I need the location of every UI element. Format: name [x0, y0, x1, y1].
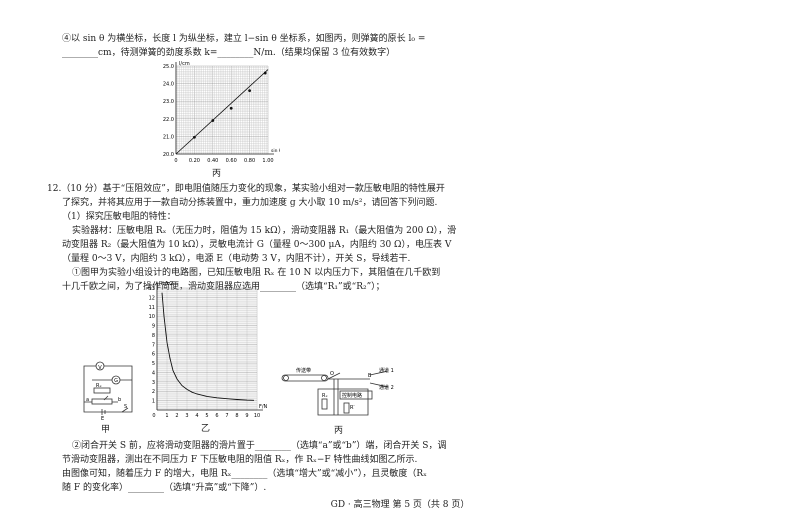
chart1-y-tick-label: 23.0 — [163, 99, 174, 105]
chart2-x-tick-label: 9 — [245, 413, 248, 419]
chart2-x-tick-label: 3 — [185, 413, 188, 419]
chart2-y-tick-label: 7 — [152, 342, 155, 348]
bing-o-label: O — [330, 371, 334, 377]
jia-s-label: S — [124, 404, 127, 410]
bing-b-label: B — [368, 373, 372, 379]
chart1-data-point — [263, 71, 267, 75]
chart1-y-tick-label: 21.0 — [163, 134, 174, 140]
chart2-y-tick-label: 10 — [149, 314, 155, 320]
jia-galvanometer-label: G — [114, 378, 118, 384]
chart1-y-tick-label: 20.0 — [163, 152, 174, 158]
chart1-x-tick-label: 0.60 — [226, 158, 237, 164]
sorting-apparatus-diagram: 传送带 通道 1 通道 2 控制电路 O B Rₓ R′ — [281, 367, 394, 416]
fig-jia-caption: 甲 — [101, 425, 111, 435]
chart1-x-tick-label: 0.80 — [244, 158, 255, 164]
circuit-diagram-jia: V G Rₓ a b S E — [83, 361, 133, 422]
jia-rx-label: Rₓ — [96, 383, 102, 389]
chart2-x-tick-label: 0 — [152, 413, 155, 419]
chart1-x-axis-label: sin θ — [271, 148, 280, 154]
chart1-caption: 丙 — [212, 169, 222, 179]
chart2-y-tick-label: 4 — [152, 370, 155, 376]
chart2-x-tick-label: 5 — [205, 413, 208, 419]
chart1-data-point — [229, 106, 233, 110]
q11-step4-line1: ④以 sin θ 为横坐标，长度 l 为纵坐标，建立 l−sin θ 坐标系，如… — [62, 34, 426, 44]
chart2-x-axis-label: F/N — [259, 404, 268, 410]
bing-channel1-label: 通道 1 — [379, 367, 394, 374]
q12-line11: 由图像可知，随着压力 F 的增大，电阻 Rₓ________（选填“增大”或“减… — [62, 469, 427, 479]
jia-a-label: a — [86, 397, 89, 403]
chart2-x-tick-label: 10 — [254, 413, 260, 419]
q12-line10: 节滑动变阻器，测出在不同压力 F 下压敏电阻的阻值 Rₓ，作 Rₓ−F 特性曲线… — [62, 455, 418, 465]
chart2-y-tick-label: 8 — [152, 333, 155, 339]
chart2-curve — [161, 292, 255, 401]
fig-bing-caption: 丙 — [334, 426, 344, 436]
q12-line3: （1）探究压敏电阻的特性： — [62, 212, 176, 222]
chart2-y-tick-label: 13 — [149, 286, 155, 292]
chart1-y-tick-label: 25.0 — [163, 64, 174, 70]
bing-control-label: 控制电路 — [342, 392, 362, 399]
bing-channel2-label: 通道 2 — [379, 384, 394, 391]
chart1-x-tick-label: 0 — [174, 158, 177, 164]
chart2-y-tick-label: 6 — [152, 352, 155, 358]
q11-step4-line2: ________cm，待测弹簧的劲度系数 k=________N/m.（结果均保… — [62, 48, 396, 58]
chart1-data-point — [193, 135, 196, 139]
q12-line7: ①图甲为实验小组设计的电路图，已知压敏电阻 Rₓ 在 10 N 以内压力下，其阻… — [72, 268, 441, 278]
chart2-x-tick-label: 2 — [175, 413, 178, 419]
q12-line5: 动变阻器 R₂（最大阻值为 10 kΩ），灵敏电流计 G（量程 0～300 μA… — [62, 240, 452, 250]
chart2-y-tick-label: 1 — [152, 399, 155, 405]
q12-line8: 十几千欧之间，为了操作简便，滑动变阻器应选用________（选填“R₁”或“R… — [62, 282, 385, 292]
chart1-y-tick-label: 22.0 — [163, 117, 174, 123]
chart2-y-tick-label: 12 — [149, 295, 155, 301]
bing-rx-label: Rₓ — [322, 393, 328, 399]
chart2-y-tick-label: 5 — [152, 361, 155, 367]
jia-voltmeter-label: V — [98, 365, 102, 371]
fig-yi-caption: 乙 — [201, 424, 211, 434]
chart2-y-tick-label: 2 — [152, 389, 155, 395]
jia-b-label: b — [118, 397, 121, 403]
chart2-x-tick-label: 6 — [215, 413, 218, 419]
chart2-y-tick-label: 9 — [152, 324, 155, 330]
chart2-x-tick-label: 7 — [225, 413, 228, 419]
chart1-fit-line — [175, 69, 269, 155]
page-footer: GD · 高三物理 第 5 页（共 8 页） — [330, 500, 470, 510]
chart2-y-tick-label: 3 — [152, 380, 155, 386]
q12-line2: 了探究，并将其应用于一款自动分拣装置中，重力加速度 g 大小取 10 m/s²，… — [62, 198, 438, 208]
chart1-y-tick-label: 24.0 — [163, 82, 174, 88]
q12-line12: 随 F 的变化率）________（选填“升高”或“下降”）. — [62, 483, 267, 493]
chart1-x-tick-label: 0.40 — [207, 158, 218, 164]
chart2-x-tick-label: 4 — [195, 413, 198, 419]
bing-belt-label: 传送带 — [296, 367, 311, 374]
chart2-x-tick-label: 1 — [165, 413, 168, 419]
chart1-x-tick-label: 1.00 — [262, 158, 273, 164]
chart-l-sin-theta: 0 0.20 0.40 0.60 0.80 1.00 20.0 21.0 22.0 23.0 24.… — [163, 61, 280, 164]
bing-r0-label: R′ — [350, 405, 355, 411]
chart2-x-tick-label: 8 — [235, 413, 238, 419]
q12-line4: 实验器材：压敏电阻 Rₓ（无压力时，阻值为 15 kΩ），滑动变阻器 R₁（最大… — [72, 226, 457, 236]
chart1-y-axis-label: l/cm — [179, 61, 190, 67]
chart1-x-tick-label: 0.20 — [189, 158, 200, 164]
chart1-data-point — [211, 119, 215, 122]
q12-line6: （量程 0～3 V，内阻约 3 kΩ），电源 E（电动势 3 V，内阻不计），开… — [62, 254, 411, 264]
jia-e-label: E — [101, 416, 104, 422]
chart1-data-point — [248, 89, 251, 93]
q12-line1: 12.（10 分）基于“压阻效应”，即电阻值随压力变化的现象，某实验小组对一款压… — [47, 184, 445, 194]
chart2-y-axis-label: Rₓ/kΩ — [159, 281, 173, 287]
chart2-y-tick-label: 11 — [149, 305, 155, 311]
q12-line9: ②闭合开关 S 前，应将滑动变阻器的滑片置于________（选填“a”或“b”… — [72, 441, 447, 451]
